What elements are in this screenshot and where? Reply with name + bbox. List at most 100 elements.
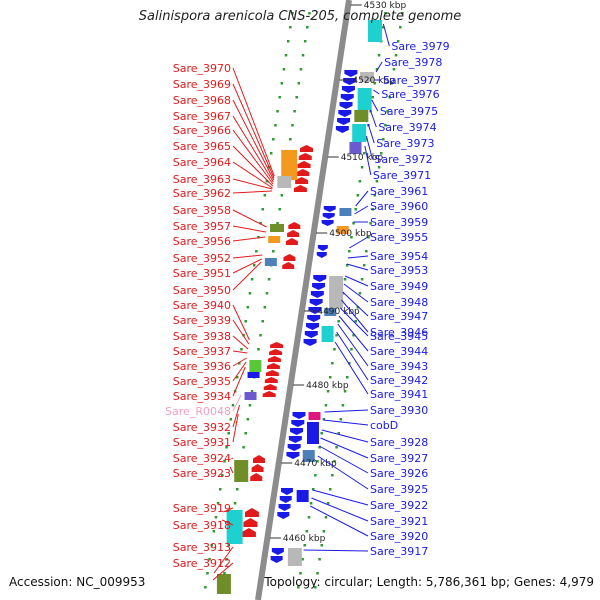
track-dot [255,250,258,253]
track-dot [303,40,307,43]
label-leader-line [382,23,390,47]
track-dot [390,82,394,85]
label-leader-line [232,236,266,242]
track-dot [261,320,264,323]
ruler-label: 4490 kbp [317,307,360,317]
gene-label: Sare_3961 [370,185,428,198]
track-dot [377,166,381,169]
track-dot [261,208,264,211]
track-dot [335,446,338,449]
track-dot [259,222,262,225]
track-dot [227,432,230,435]
label-leader-line [232,319,250,345]
track-dot [305,530,309,533]
track-dot [373,82,377,85]
right-gene-labels: Sare_3979Sare_3978Sare_3977Sare_3976Sare… [370,40,450,558]
gene-label: Sare_3975 [380,105,438,118]
track-dot [286,40,290,43]
gene-arrow-up [287,230,300,237]
gene-label: Sare_3919 [173,502,231,515]
label-leader-line [367,123,375,144]
track-dot [314,586,317,589]
label-leader-line [232,99,275,181]
gene-label: Sare_3931 [173,436,231,449]
track-dot [371,208,374,211]
track-dot [238,362,241,365]
track-dot [352,222,355,225]
label-leader-line [334,341,369,395]
gene-label: Sare_3913 [173,541,231,554]
label-leader-line [232,404,241,428]
label-leader-line [232,161,273,189]
genome-backbone [255,0,352,600]
ruler-label: 4470 kbp [294,459,337,469]
gene-label: Sare_3966 [173,124,231,137]
track-dot [362,264,366,267]
track-dot [333,348,336,351]
gene-arrow-down [277,512,290,519]
track-dot [328,376,332,379]
label-leader-line [232,394,242,412]
track-dot [289,138,292,141]
track-dot [360,278,364,281]
left-gene-labels: Sare_3970Sare_3969Sare_3968Sare_3967Sare… [165,62,231,570]
gene-label: Sare_3953 [370,264,428,277]
track-dot [339,418,343,421]
gene-arrow-down [310,291,324,298]
gene-label: Sare_3947 [370,310,428,323]
gene-arrow-down [270,556,283,563]
track-dot [218,488,222,491]
track-dot [358,292,362,295]
track-dot [223,460,226,463]
track-dot [204,586,207,589]
track-dot [337,320,340,323]
track-dot [208,558,211,561]
gene-label: Sare_3940 [173,299,231,312]
track-dot [382,26,385,29]
gene-arrow-down [340,94,354,101]
gene-label: Sare_3958 [173,204,231,217]
label-leader-line [375,61,383,73]
gene-block [249,360,262,372]
track-dot [314,474,317,477]
track-dot [263,194,267,197]
ruler-label: 4520 kbp [352,76,395,86]
genome-summary-text: Topology: circular; Length: 5,786,361 bp… [264,575,594,589]
track-dot [360,166,364,169]
track-dot [269,152,273,155]
track-dot [379,152,383,155]
track-dot [212,530,216,533]
track-dot [265,180,269,183]
track-dot [263,306,267,309]
track-dot [375,180,379,183]
track-dot [227,544,230,547]
track-dot [225,446,228,449]
gene-block [287,548,302,566]
gene-label: Sare_3959 [370,216,428,229]
label-leader-line [343,283,369,303]
track-dot [257,236,260,239]
track-dot [265,292,269,295]
track-dot [257,348,260,351]
gene-block [329,276,344,308]
gene-label: Sare_3943 [370,360,428,373]
track-dot [341,404,345,407]
gene-label: Sare_3946 [370,326,428,339]
gene-label: Sare_3926 [370,467,428,480]
gene-arrow-down [341,86,355,93]
track-dot [365,250,368,253]
label-leader-line [229,466,234,474]
gene-block [306,422,319,444]
gene-arrow-up [282,262,295,269]
gene-arrow-down [313,275,327,282]
gene-label: Sare_3964 [173,156,231,169]
gene-arrow-up [270,342,284,348]
label-leader-line [312,489,369,506]
gene-label: Sare_3970 [173,62,231,75]
gene-arrow-up [250,473,263,481]
gene-label: Sare_3935 [173,375,231,388]
track-dot [280,194,284,197]
track-dot [280,82,284,85]
gene-label: Sare_3921 [370,515,428,528]
